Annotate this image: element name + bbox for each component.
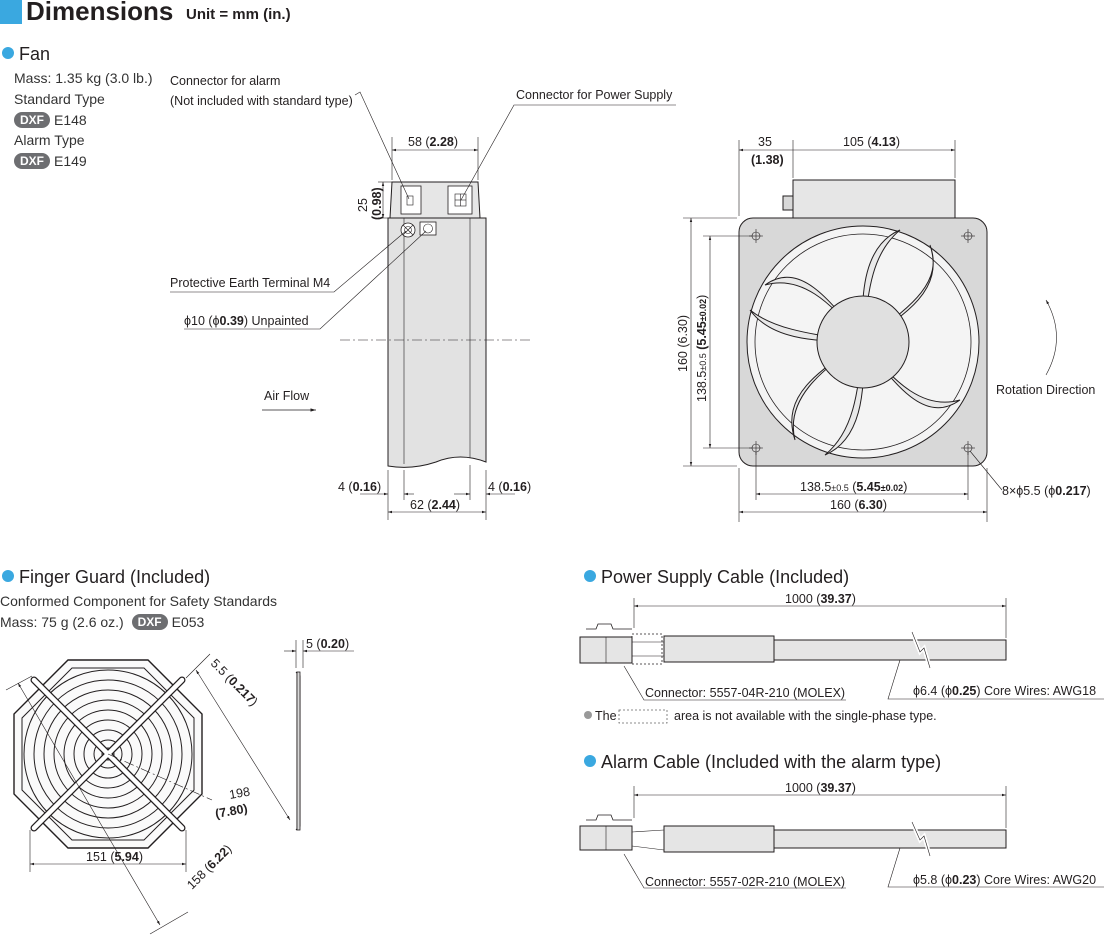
dxf-code: E149 [54, 153, 87, 169]
fan-section-title: Fan [2, 44, 50, 65]
header-accent [0, 0, 22, 24]
svg-text:ϕ10 (ϕ0.39) Unpainted: ϕ10 (ϕ0.39) Unpainted [184, 314, 309, 328]
svg-text:Rotation Direction: Rotation Direction [996, 383, 1095, 397]
svg-text:The: The [595, 709, 617, 723]
svg-text:Connector: 5557-02R-210 (MOLEX: Connector: 5557-02R-210 (MOLEX) [645, 875, 845, 889]
svg-text:138.5±0.5 (5.45±0.02): 138.5±0.5 (5.45±0.02) [800, 480, 907, 494]
svg-text:Connector for alarm: Connector for alarm [170, 74, 280, 88]
svg-text:198: 198 [228, 785, 251, 802]
svg-text:ϕ5.8 (ϕ0.23) Core Wires: AWG20: ϕ5.8 (ϕ0.23) Core Wires: AWG20 [913, 873, 1096, 887]
power-cable-drawing: 1000 (39.37) Connector: 5557-04R-210 (MO… [579, 592, 1104, 724]
svg-text:160 (6.30): 160 (6.30) [676, 315, 690, 372]
finger-guard-side: 5 (0.20) [284, 637, 354, 831]
svg-text:25: 25 [356, 198, 370, 212]
alarm-cable-title: Alarm Cable (Included with the alarm typ… [584, 752, 941, 773]
svg-text:Protective Earth Terminal M4: Protective Earth Terminal M4 [170, 276, 330, 290]
svg-text:5.5 (0.217): 5.5 (0.217) [208, 656, 261, 709]
dxf-code: E148 [54, 112, 87, 128]
svg-text:58 (2.28): 58 (2.28) [408, 135, 458, 149]
dxf-badge: DXF [14, 112, 50, 128]
guard-mass: Mass: 75 g (2.6 oz.) [0, 614, 124, 630]
alarm-cable-drawing: 1000 (39.37) Connector: 5557-02R-210 (MO… [579, 781, 1104, 889]
dxf-badge: DXF [14, 153, 50, 169]
svg-text:138.5±0.5 (5.45±0.02): 138.5±0.5 (5.45±0.02) [695, 295, 709, 402]
fan-side-view: 58 (2.28) 25 (0.98) 4 (0.16) 4 (0.16) 62… [170, 74, 676, 520]
guard-conformed: Conformed Component for Safety Standards [0, 593, 278, 609]
svg-text:(0.98): (0.98) [370, 187, 384, 220]
power-cable-title: Power Supply Cable (Included) [584, 567, 849, 588]
svg-text:35: 35 [758, 135, 772, 149]
finger-guard-front: 151 (5.94) 158 (6.22) 198 (7.80) 5.5 (0.… [5, 653, 291, 935]
svg-text:(1.38): (1.38) [751, 153, 784, 167]
svg-text:151 (5.94): 151 (5.94) [86, 850, 143, 864]
dxf-code: E053 [171, 614, 205, 630]
svg-text:(Not included with standard ty: (Not included with standard type) [170, 94, 353, 108]
svg-text:62 (2.44): 62 (2.44) [410, 498, 460, 512]
svg-text:ϕ6.4 (ϕ0.25) Core Wires: AWG18: ϕ6.4 (ϕ0.25) Core Wires: AWG18 [913, 684, 1096, 698]
svg-text:5 (0.20): 5 (0.20) [306, 637, 349, 651]
fan-mass: Mass: 1.35 kg (3.0 lb.) [14, 70, 153, 86]
fan-standard-type: Standard Type [14, 91, 105, 107]
svg-text:Air Flow: Air Flow [264, 389, 310, 403]
svg-text:4 (0.16): 4 (0.16) [338, 480, 381, 494]
svg-text:Connector for Power Supply: Connector for Power Supply [516, 88, 673, 102]
svg-text:105 (4.13): 105 (4.13) [843, 135, 900, 149]
svg-text:4 (0.16): 4 (0.16) [488, 480, 531, 494]
svg-text:158 (6.22): 158 (6.22) [184, 842, 234, 892]
svg-text:(7.80): (7.80) [214, 801, 249, 820]
svg-text:1000 (39.37): 1000 (39.37) [785, 592, 856, 606]
unit-label: Unit = mm (in.) [186, 6, 291, 23]
svg-text:160 (6.30): 160 (6.30) [830, 498, 887, 512]
dxf-badge[interactable]: DXF [131, 614, 168, 630]
fan-front-view: 35 (1.38) 105 (4.13) 160 (6.30) 138.5±0.… [676, 135, 1095, 522]
page-title: Dimensions [26, 0, 174, 26]
svg-text:1000 (39.37): 1000 (39.37) [785, 781, 856, 795]
fan-alarm-type: Alarm Type [14, 132, 85, 148]
guard-section-title: Finger Guard (Included) [2, 567, 210, 588]
svg-text:area is not available with the: area is not available with the single-ph… [674, 709, 937, 723]
svg-text:8×ϕ5.5 (ϕ0.217): 8×ϕ5.5 (ϕ0.217) [1002, 484, 1091, 498]
svg-text:Connector: 5557-04R-210 (MOLEX: Connector: 5557-04R-210 (MOLEX) [645, 686, 845, 700]
